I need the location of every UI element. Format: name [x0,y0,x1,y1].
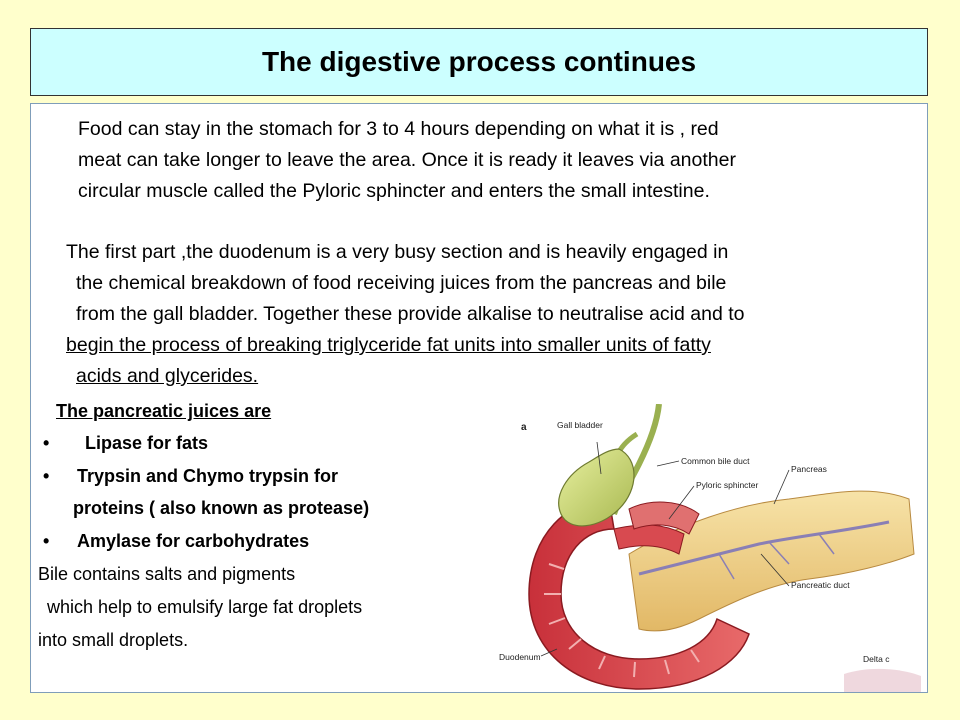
paragraph-line: begin the process of breaking triglyceri… [66,334,711,356]
slide-title: The digestive process continues [261,46,697,77]
delta-label: Delta c [863,654,890,664]
paragraph-fat-breakdown: begin the process of breaking triglyceri… [66,330,711,392]
list-item-continuation: proteins ( also known as protease) [73,498,370,518]
common-bile-duct-label: Common bile duct [681,456,750,466]
paragraph-line: from the gall bladder. Together these pr… [76,303,745,325]
list-item-text: Lipase for fats [85,433,209,453]
pancreatic-duct-shape [638,520,890,576]
paragraph-line: acids and glycerides. [76,365,259,387]
bullet-glyph: • [43,466,50,486]
content-box: Food can stay in the stomach for 3 to 4 … [30,103,928,693]
paragraph-line: the chemical breakdown of food receiving… [76,272,727,294]
bullet-glyph: • [43,433,50,453]
gall-bladder-shape [558,448,635,527]
paragraph-line: circular muscle called the Pyloric sphin… [78,180,710,202]
list-item-text: Amylase for carbohydrates [77,531,310,551]
duodenum-shape [528,498,750,690]
paragraph-stomach: Food can stay in the stomach for 3 to 4 … [78,114,736,207]
anatomy-illustration: a Gall bladder Common bile duct Pancreas… [499,404,921,692]
duodenum-label: Duodenum [499,652,541,662]
list-item-text: Trypsin and Chymo trypsin for [77,466,339,486]
pyloric-sphincter-label: Pyloric sphincter [696,480,759,490]
gall-bladder-label: Gall bladder [557,420,603,430]
bullet-glyph: • [43,531,50,551]
bile-line: into small droplets. [38,630,189,650]
paragraph-line: meat can take longer to leave the area. … [78,149,736,171]
title-box: The digestive process continues [30,28,928,96]
bile-line: Bile contains salts and pigments [38,564,296,584]
paragraph-line: Food can stay in the stomach for 3 to 4 … [78,118,719,140]
juices-heading: The pancreatic juices are [56,401,272,421]
bile-line: which help to emulsify large fat droplet… [42,597,363,617]
pancreas-label: Pancreas [791,464,827,474]
paragraph-duodenum: The first part ,the duodenum is a very b… [66,237,744,330]
paragraph-line: The first part ,the duodenum is a very b… [66,241,729,263]
digestive-anatomy-diagram: a Gall bladder Common bile duct Pancreas… [489,404,921,692]
panel-letter: a [521,422,527,433]
pancreatic-duct-label: Pancreatic duct [791,580,850,590]
pancreas-shape [628,490,915,632]
